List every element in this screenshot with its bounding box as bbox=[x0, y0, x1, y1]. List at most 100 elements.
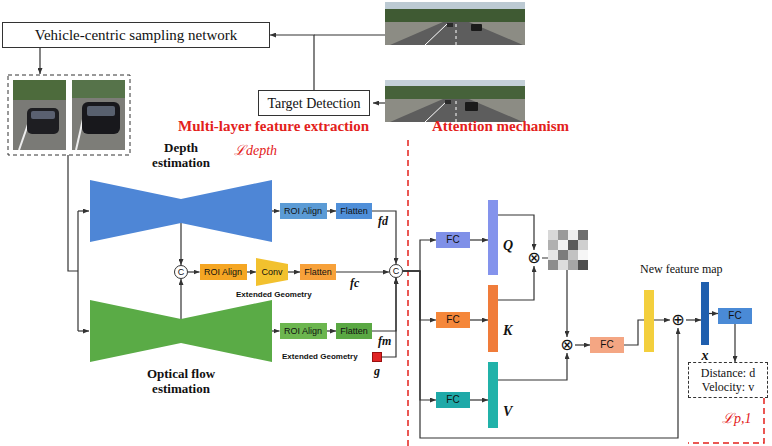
fc-layer: FC bbox=[436, 232, 470, 248]
connector bbox=[542, 258, 567, 337]
fc-layer: FC bbox=[590, 337, 624, 353]
connector bbox=[270, 35, 314, 90]
bar-shape bbox=[488, 285, 498, 352]
connector bbox=[336, 271, 389, 272]
feed-arrow bbox=[78, 210, 89, 211]
feed-arrow bbox=[373, 102, 385, 103]
node-text: ROI Align bbox=[284, 326, 322, 337]
map-label: New feature map bbox=[640, 262, 723, 276]
encoder-shape bbox=[90, 300, 181, 362]
connector bbox=[403, 271, 678, 438]
map-cell bbox=[558, 250, 568, 260]
node-text: FC bbox=[446, 314, 459, 326]
connector bbox=[272, 330, 280, 331]
bar-label: K bbox=[503, 323, 512, 339]
car bbox=[445, 100, 451, 104]
connector bbox=[709, 313, 718, 314]
map-cell bbox=[568, 230, 578, 240]
feature-label: fc bbox=[350, 276, 359, 290]
node-text: FC bbox=[600, 339, 613, 351]
cube-shape bbox=[372, 352, 382, 362]
block-heading: Depth estimation bbox=[139, 140, 223, 170]
node-text: ROI Align bbox=[204, 267, 242, 278]
node-text: Target Detection bbox=[267, 95, 360, 112]
node-text: ⊗ bbox=[560, 337, 573, 353]
operator-symbol: ⊗ bbox=[526, 250, 542, 266]
crop-frame bbox=[8, 75, 130, 155]
key-bar: K bbox=[488, 285, 518, 352]
geometry-cube: g bbox=[370, 352, 384, 378]
node-text: FC bbox=[446, 234, 459, 246]
encoder-decoder-shape bbox=[90, 180, 272, 242]
geometry-label: Extended Geometry bbox=[282, 352, 358, 362]
road-photo bbox=[385, 80, 525, 122]
connector bbox=[734, 324, 735, 362]
encoder-decoder-shape bbox=[90, 300, 272, 362]
feature-label: fm bbox=[378, 334, 391, 348]
node-text: Vehicle-centric sampling network bbox=[35, 26, 237, 44]
lane-line bbox=[456, 24, 457, 45]
feed-line bbox=[68, 155, 78, 271]
encoder-shape bbox=[90, 180, 181, 242]
feed-arrow bbox=[78, 330, 89, 331]
feature-label: fd bbox=[378, 214, 388, 228]
connector bbox=[327, 210, 337, 211]
map-cell bbox=[568, 240, 578, 250]
feed-line bbox=[77, 211, 78, 331]
trees bbox=[385, 86, 525, 101]
output-box: Distance: dVelocity: v bbox=[688, 362, 768, 398]
connector bbox=[327, 330, 337, 331]
bar-shape bbox=[488, 200, 498, 275]
block-heading: Optical flow estimation bbox=[139, 366, 223, 396]
node-text: FC bbox=[446, 394, 459, 406]
connector bbox=[188, 271, 200, 272]
attention-map bbox=[548, 230, 588, 270]
connector bbox=[180, 223, 181, 265]
roi-align-box: ROI Align bbox=[280, 323, 327, 339]
connector bbox=[575, 344, 590, 345]
node-text: ⊕ bbox=[671, 312, 684, 328]
flatten-box: Flatten bbox=[336, 323, 372, 339]
feed-arrow bbox=[39, 48, 40, 74]
concat-circle: C bbox=[174, 265, 188, 279]
node-text: Flatten bbox=[304, 267, 332, 278]
fc-layer: FC bbox=[718, 308, 752, 324]
conv-block: Conv bbox=[256, 258, 288, 286]
connector bbox=[498, 266, 534, 300]
network-block: Optical flow estimation bbox=[90, 300, 272, 400]
operator-symbol: ⊕ bbox=[670, 312, 686, 328]
connector bbox=[470, 399, 488, 400]
connector bbox=[372, 211, 396, 264]
connector bbox=[403, 240, 436, 271]
loss-bracket bbox=[688, 398, 764, 443]
trees bbox=[13, 80, 66, 100]
map-cell bbox=[548, 230, 558, 240]
feed-line bbox=[314, 34, 385, 35]
node-text: ROI Align bbox=[284, 206, 322, 217]
ground bbox=[385, 22, 525, 45]
map-cell bbox=[558, 260, 568, 270]
concat-circle: C bbox=[389, 264, 403, 278]
bar-shape bbox=[701, 282, 709, 345]
connector bbox=[372, 278, 396, 331]
bar-shape bbox=[488, 362, 498, 428]
section-divider bbox=[407, 140, 409, 446]
geometry-label: Extended Geometry bbox=[236, 290, 312, 300]
decoder-shape bbox=[181, 180, 272, 242]
car bbox=[27, 108, 59, 134]
connector bbox=[272, 210, 280, 211]
cube-label: g bbox=[370, 364, 384, 378]
bar-label: V bbox=[503, 404, 512, 420]
fc-layer: FC bbox=[436, 312, 470, 328]
node-text: ⊗ bbox=[527, 250, 540, 266]
vehicle-crop bbox=[13, 80, 66, 150]
flatten-box: Flatten bbox=[336, 203, 372, 219]
map-cell bbox=[578, 230, 588, 240]
sky bbox=[385, 2, 525, 45]
map-cell bbox=[548, 260, 558, 270]
connector bbox=[470, 239, 488, 240]
connector bbox=[498, 353, 567, 380]
map-cell bbox=[568, 260, 578, 270]
road bbox=[13, 80, 66, 150]
